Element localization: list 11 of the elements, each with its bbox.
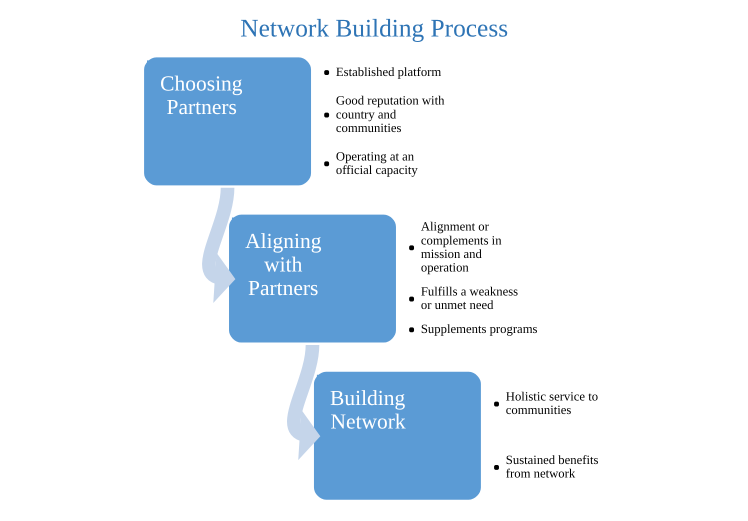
node-label: Sustained benefits from network: [506, 452, 598, 481]
node-label: Alignment or complements in mission and operation: [420, 220, 502, 275]
node-label: Operating at an official capacity: [336, 149, 418, 177]
node-label: Good reputation with country and communities: [336, 94, 444, 136]
diagram-title: Network Building Process: [240, 14, 508, 42]
node-label: Supplements programs: [420, 322, 538, 336]
node-label: Fulfills a weakness or unmet need: [420, 284, 518, 312]
arrow: [202, 187, 236, 303]
node-label: Established platform: [336, 64, 442, 79]
node-label: Holistic service to communities: [506, 390, 598, 418]
arrow: [287, 344, 320, 460]
